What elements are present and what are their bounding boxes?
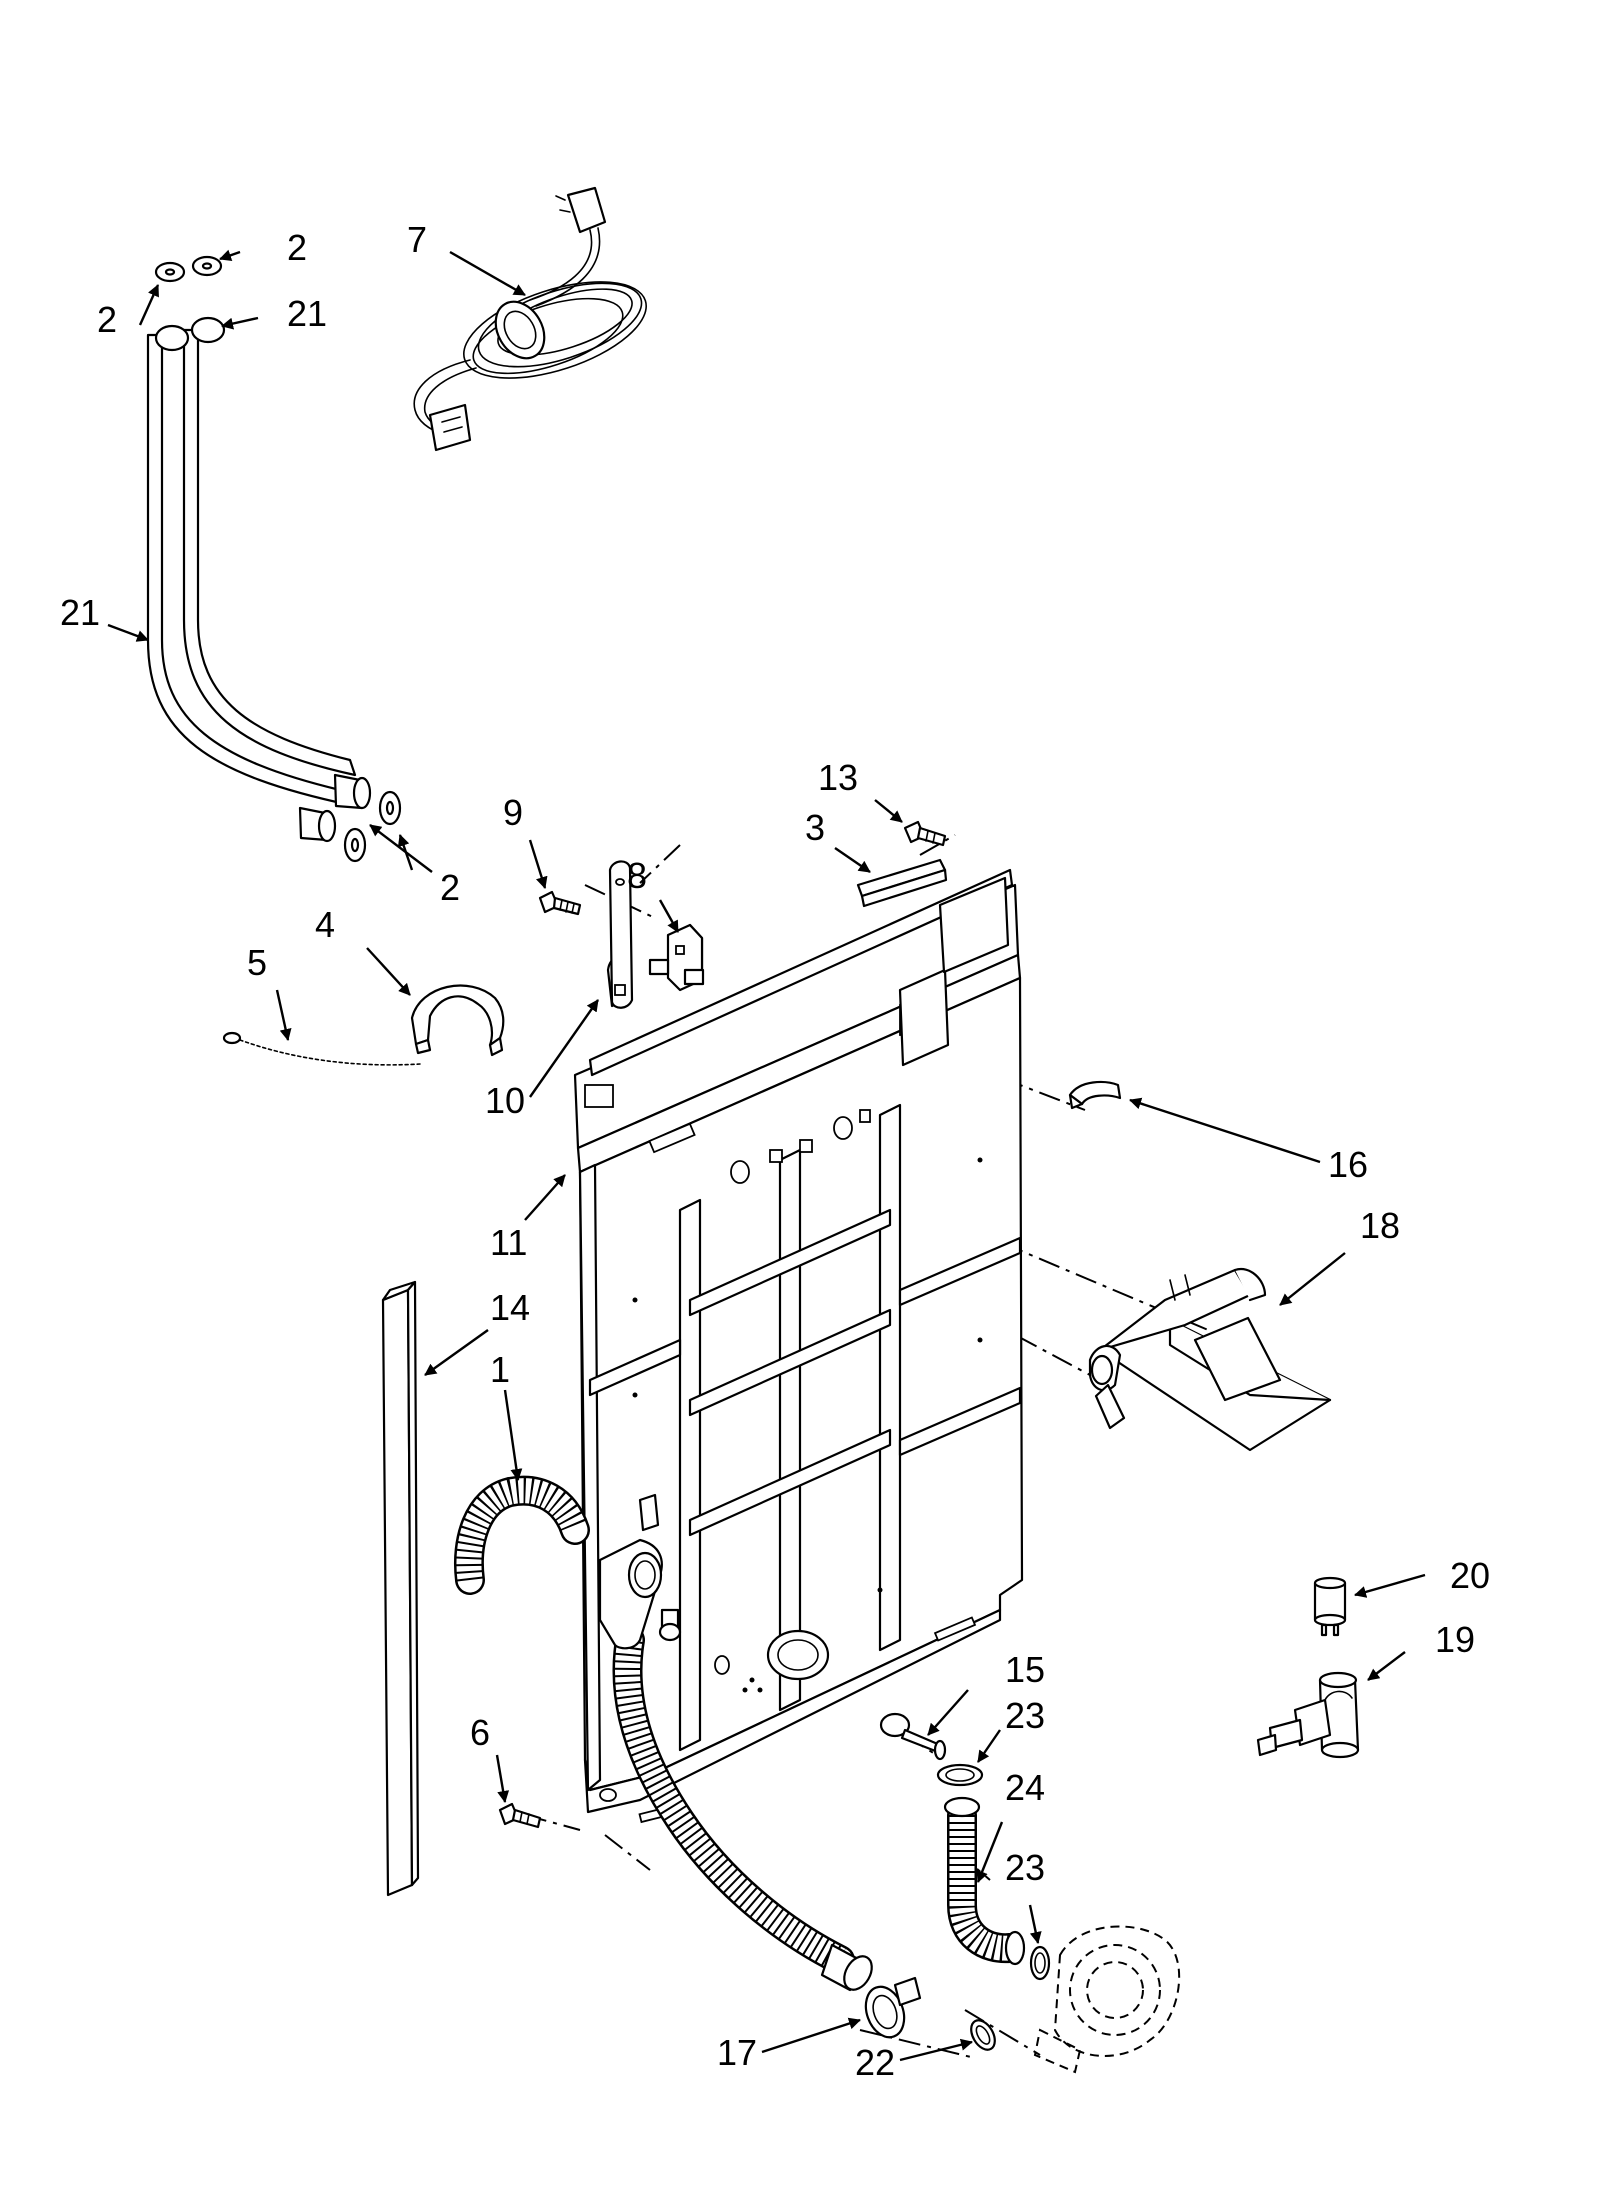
clamp-part-23-lower bbox=[1029, 1945, 1051, 1981]
callout-19: 19 bbox=[1435, 1619, 1475, 1660]
callout-8: 8 bbox=[627, 855, 647, 896]
back-panel-part-11 bbox=[573, 868, 1024, 1824]
callout-15: 15 bbox=[1005, 1649, 1045, 1690]
plug-part-15 bbox=[879, 1712, 947, 1761]
callout-2-c: 2 bbox=[440, 867, 460, 908]
clamp-part-22 bbox=[970, 2019, 996, 2051]
power-cord-part-7 bbox=[413, 186, 647, 452]
callout-3: 3 bbox=[805, 807, 825, 848]
washer-part-2-top bbox=[154, 255, 223, 283]
callout-4: 4 bbox=[315, 904, 335, 945]
callout-14: 14 bbox=[490, 1287, 530, 1328]
drain-hose-part-24 bbox=[943, 1796, 1026, 1966]
callout-9: 9 bbox=[503, 792, 523, 833]
callout-6: 6 bbox=[470, 1712, 490, 1753]
strip-part-3 bbox=[856, 858, 948, 908]
pump-dashed-reference bbox=[1033, 1925, 1181, 2074]
cover-part-4 bbox=[410, 984, 505, 1057]
callout-5: 5 bbox=[247, 942, 267, 983]
washer-part-2-bottom bbox=[343, 790, 402, 863]
screw-part-13 bbox=[903, 820, 947, 847]
callout-16: 16 bbox=[1328, 1144, 1368, 1185]
callout-22: 22 bbox=[855, 2042, 895, 2083]
callout-1: 1 bbox=[490, 1349, 510, 1390]
clamp-part-17 bbox=[864, 1976, 922, 2039]
callout-24: 24 bbox=[1005, 1767, 1045, 1808]
callout-13: 13 bbox=[818, 757, 858, 798]
callout-23-a: 23 bbox=[1005, 1695, 1045, 1736]
cable-tie-part-5 bbox=[222, 1031, 421, 1066]
screw-part-9 bbox=[538, 890, 582, 916]
leader-lines bbox=[107, 249, 1426, 2062]
inlet-hoses-part-21 bbox=[146, 316, 372, 843]
callout-11: 11 bbox=[490, 1222, 527, 1263]
callout-2-b: 2 bbox=[97, 299, 117, 340]
clip-part-16 bbox=[1068, 1080, 1122, 1110]
clamp-part-23-upper bbox=[936, 1763, 984, 1787]
callout-17: 17 bbox=[717, 2032, 757, 2073]
callout-2-a: 2 bbox=[287, 227, 307, 268]
bracket-part-10 bbox=[606, 860, 634, 1009]
callout-23-b: 23 bbox=[1005, 1847, 1045, 1888]
drain-hose-part-1 bbox=[454, 1475, 873, 1992]
callout-7: 7 bbox=[407, 219, 427, 260]
pump-motor-part-19 bbox=[1256, 1671, 1360, 1759]
callout-21-a: 21 bbox=[287, 293, 327, 334]
callout-18: 18 bbox=[1360, 1205, 1400, 1246]
callout-21-b: 21 bbox=[60, 592, 100, 633]
capacitor-part-20 bbox=[1313, 1576, 1347, 1637]
callout-20: 20 bbox=[1450, 1555, 1490, 1596]
callout-10: 10 bbox=[485, 1080, 525, 1121]
trim-strip-part-14 bbox=[381, 1280, 420, 1897]
dispenser-part-18 bbox=[1088, 1267, 1332, 1452]
screw-part-6 bbox=[498, 1802, 542, 1829]
callout-numbers: 2 2 21 7 21 2 13 3 9 8 4 5 10 16 11 18 1… bbox=[60, 219, 1490, 2083]
switch-part-8 bbox=[648, 923, 705, 992]
